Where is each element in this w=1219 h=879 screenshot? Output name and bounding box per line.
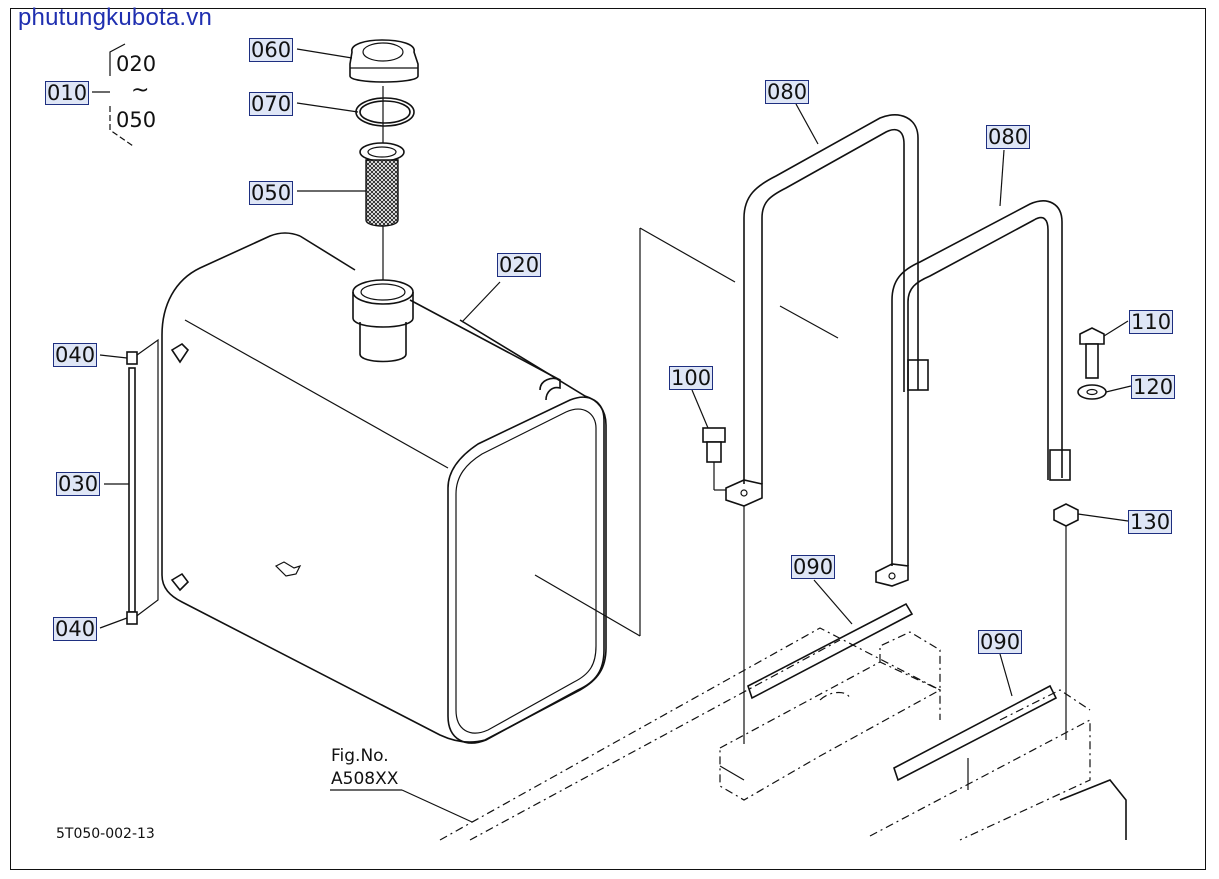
filler-cap	[349, 39, 419, 83]
strainer	[359, 142, 405, 227]
nut-130	[1053, 503, 1079, 527]
part-callout-040-top[interactable]: 040	[53, 343, 98, 367]
part-callout-080-front[interactable]: 080	[765, 80, 810, 104]
fuel-tank	[129, 227, 839, 744]
washer-120	[1077, 384, 1107, 400]
group-range-start: 020	[116, 52, 157, 76]
part-callout-110[interactable]: 110	[1129, 310, 1174, 334]
part-callout-080-rear[interactable]: 080	[986, 125, 1031, 149]
figure-caption-number[interactable]: A508XX	[331, 769, 399, 789]
watermark-text: phutungkubota.vn	[18, 4, 213, 31]
tank-band-rear	[875, 200, 1071, 587]
part-callout-040-bottom[interactable]: 040	[53, 617, 98, 641]
assembly-group-bracket	[92, 43, 134, 147]
bolt-110	[1079, 327, 1105, 379]
part-callout-090-rear[interactable]: 090	[978, 630, 1023, 654]
tank-band-front	[725, 114, 929, 507]
part-callout-090-front[interactable]: 090	[791, 555, 836, 579]
group-range-symbol: ~	[131, 78, 150, 103]
part-callout-010[interactable]: 010	[45, 81, 90, 105]
o-ring	[355, 97, 415, 127]
drawing-frame	[10, 8, 1206, 870]
part-callout-020[interactable]: 020	[497, 253, 542, 277]
bolt-100	[702, 427, 726, 491]
part-callout-100[interactable]: 100	[669, 366, 714, 390]
part-callout-120[interactable]: 120	[1131, 375, 1176, 399]
figure-caption-label: Fig.No.	[331, 746, 389, 766]
part-callout-060[interactable]: 060	[249, 38, 294, 62]
leader-lines	[99, 48, 1132, 823]
cushion-rear	[893, 684, 1058, 782]
base-frame	[439, 627, 1127, 841]
part-callout-030[interactable]: 030	[56, 472, 101, 496]
part-callout-050[interactable]: 050	[249, 181, 294, 205]
part-callout-070[interactable]: 070	[249, 92, 294, 116]
part-callout-130[interactable]: 130	[1128, 510, 1173, 534]
level-gauge	[126, 351, 138, 625]
cushion-front	[747, 602, 914, 700]
group-range-end: 050	[116, 108, 157, 132]
drawing-code: 5T050-002-13	[56, 826, 155, 842]
